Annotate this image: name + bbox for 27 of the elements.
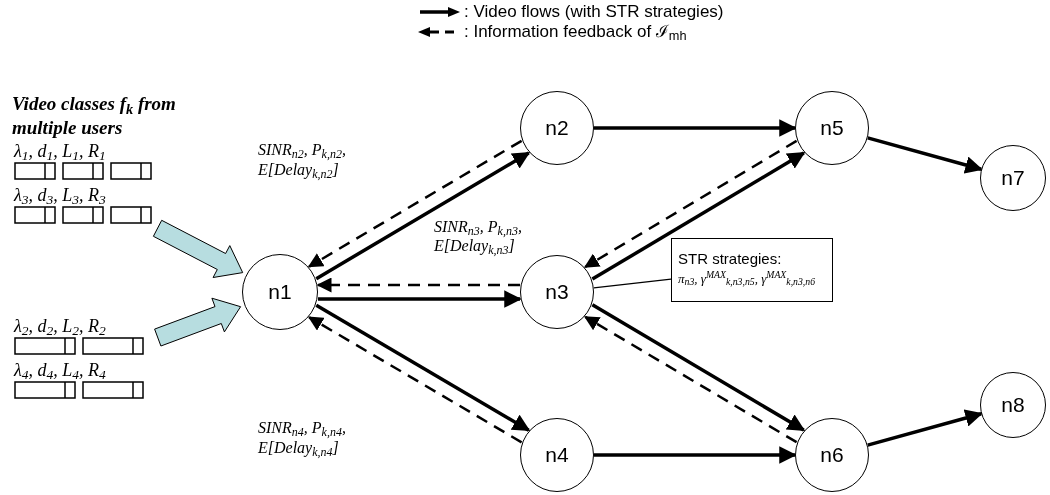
dashed-arrow bbox=[316, 277, 520, 293]
arrow bbox=[315, 151, 531, 281]
arrow bbox=[318, 290, 522, 308]
block-arrow bbox=[154, 297, 242, 347]
arrow bbox=[591, 303, 806, 432]
arrow bbox=[315, 303, 531, 432]
annotation-box bbox=[671, 238, 833, 302]
legend-text: : Video flows (with STR strategies) bbox=[464, 2, 724, 22]
parameter-label: SINR$_{n3}$, P$_{k,n3}$, E[Delay$_{k,n3}$] bbox=[434, 217, 523, 255]
parameter-label: SINR$_{n4}$, P$_{k,n4}$, E[Delay$_{k,n4}$] bbox=[258, 418, 347, 458]
legend-text: : Information feedback of ℐ$_{mh}$ bbox=[464, 22, 687, 42]
arrow bbox=[591, 151, 806, 281]
arrow bbox=[594, 446, 797, 464]
block-arrow bbox=[152, 219, 244, 278]
dashed-arrow bbox=[584, 315, 798, 444]
queue-parameters: λ$_{1}$, d$_{1}$, L$_{1}$, R$_{1}$ bbox=[14, 140, 107, 162]
leader-line bbox=[593, 278, 672, 289]
heading-text: Video classes f$_{k}$ from multiple users bbox=[12, 92, 177, 140]
box-heading: STR strategies: bbox=[678, 250, 783, 268]
dashed-arrow bbox=[307, 316, 523, 444]
arrow bbox=[594, 119, 797, 137]
parameter-label: SINR$_{n2}$, P$_{k,n2}$, E[Delay$_{k,n2}$] bbox=[258, 140, 347, 180]
queue-parameters: λ$_{2}$, d$_{2}$, L$_{2}$, R$_{2}$ bbox=[14, 315, 107, 337]
queue-parameters: λ$_{4}$, d$_{4}$, L$_{4}$, R$_{4}$ bbox=[14, 359, 107, 381]
dashed-arrow bbox=[583, 139, 798, 269]
queue-parameters: λ$_{3}$, d$_{3}$, L$_{3}$, R$_{3}$ bbox=[14, 184, 107, 206]
dashed-arrow bbox=[307, 139, 523, 268]
